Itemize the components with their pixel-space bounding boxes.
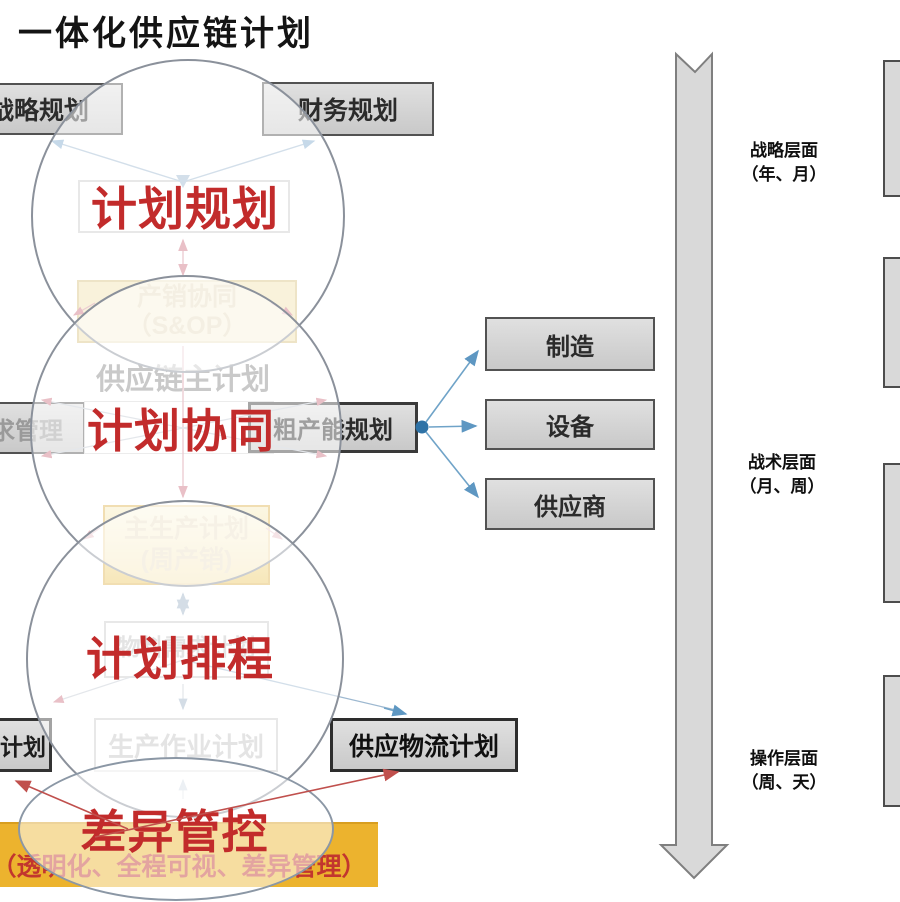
plan-design-title: 计划规划	[91, 183, 279, 235]
right-edge-panel-2	[883, 257, 900, 388]
level-tactical: 战术层面 （月、周）	[720, 451, 844, 499]
right-edge-panel-3	[883, 463, 900, 603]
equipment-box: 设备	[485, 399, 655, 450]
supply-logistics-plan-label: 供应物流计划	[348, 733, 499, 761]
manufacturing-label: 制造	[546, 333, 594, 361]
supply-logistics-plan-box: 供应物流计划	[330, 718, 518, 772]
supplier-label: 供应商	[534, 493, 606, 521]
level-tactical-range: （月、周）	[739, 477, 825, 496]
right-edge-panel-4	[883, 675, 900, 807]
level-operational-label: 操作层面	[750, 749, 818, 768]
level-tactical-label: 战术层面	[748, 453, 816, 472]
level-strategic: 战略层面 （年、月）	[722, 139, 846, 187]
manufacturing-box: 制造	[485, 317, 655, 371]
level-operational: 操作层面 （周、天）	[722, 747, 846, 795]
equipment-label: 设备	[546, 414, 594, 441]
supplier-box: 供应商	[485, 478, 655, 530]
plan-collaboration-title: 计划协同	[87, 405, 275, 457]
ring-scheduling-circle	[26, 500, 344, 818]
financial-planning-label: 财务规划	[297, 97, 398, 125]
plan-scheduling-title: 计划排程	[86, 633, 274, 685]
left-plan-box: 计划	[0, 718, 52, 772]
left-plan-label: 计划	[0, 734, 46, 760]
timeline-arrow	[658, 51, 730, 880]
level-operational-range: （周、天）	[741, 773, 827, 792]
right-edge-panel-1	[883, 60, 900, 197]
level-strategic-range: （年、月）	[741, 165, 827, 184]
variance-control-title: 差异管控	[80, 806, 269, 858]
page-title: 一体化供应链计划	[18, 15, 314, 53]
level-strategic-label: 战略层面	[750, 141, 818, 160]
